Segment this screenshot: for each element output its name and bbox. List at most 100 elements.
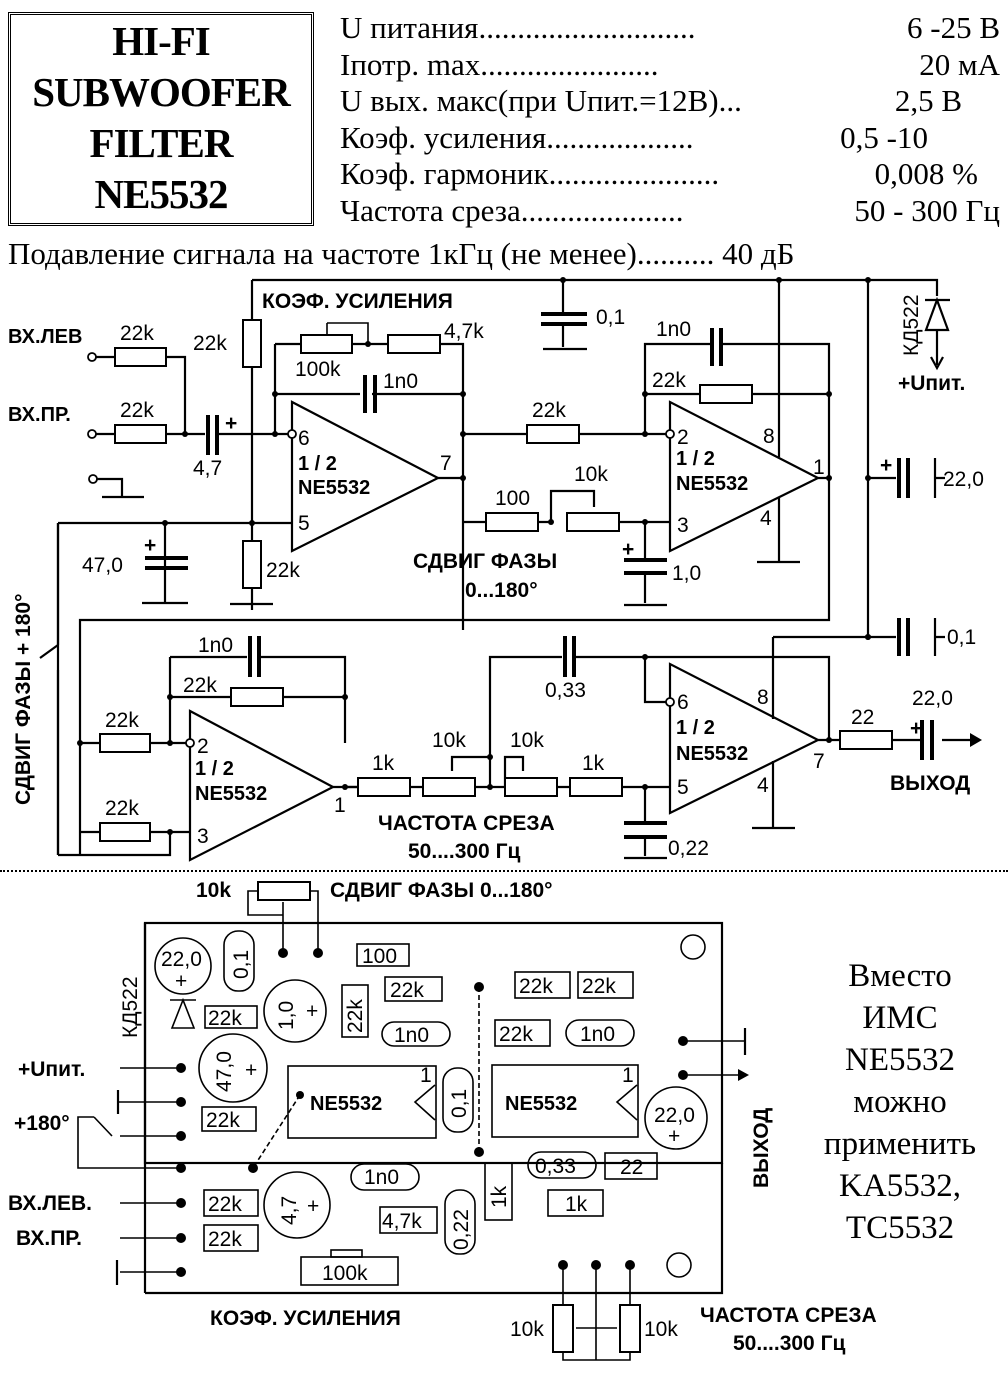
pcb-phase-pot — [257, 881, 311, 901]
phase-switch: СДВИГ ФАЗЫ + 180° — [12, 523, 60, 855]
r-in-bottom-value: 22k — [105, 797, 139, 820]
resistor-bias-bottom — [242, 540, 262, 589]
pin-number: 2 — [197, 735, 209, 758]
pcb-part-value: 1n0 — [364, 1166, 399, 1189]
pcb-part-value: 22k — [344, 999, 367, 1033]
plus-sign: + — [144, 534, 156, 557]
pcb-part-value: 0,33 — [535, 1155, 576, 1178]
input-right-label: ВХ.ПР. — [8, 404, 71, 426]
pcb-cap-4-7 — [263, 1171, 331, 1239]
pcb-cap — [381, 1021, 451, 1047]
resistor-1k-b — [569, 777, 623, 797]
opamp-name: NE5532 — [676, 743, 748, 765]
gain-label: КОЭФ. УСИЛЕНИЯ — [262, 290, 453, 313]
spec-value: 2,5 В — [894, 83, 962, 118]
pcb-part-value: 1k — [565, 1193, 588, 1216]
pin-number: 4 — [757, 774, 769, 797]
r-bias-bottom-value: 22k — [266, 559, 300, 582]
pcb-part-value: 1,0 — [275, 1001, 298, 1030]
mount-hole — [680, 934, 706, 960]
opamp-half-label: 1 / 2 — [298, 453, 337, 475]
pin-number: 6 — [298, 427, 310, 450]
c-top-value: 0,33 — [545, 679, 586, 702]
r-in-left-value: 22k — [120, 322, 154, 345]
c-fb-value: 1n0 — [198, 634, 233, 657]
spec-label: Частота среза..................... — [340, 192, 684, 228]
input-left-terminal — [87, 352, 97, 362]
pcb-part-value: 47,0 — [213, 1051, 236, 1092]
spec-list: U питания............................6 -… — [340, 10, 1000, 229]
plus-sign: + — [306, 1000, 318, 1023]
pcb-part-value: 100 — [362, 945, 397, 968]
c-shift-value: 1,0 — [672, 562, 701, 585]
pcb-input-left-label: ВХ.ЛЕВ. — [8, 1192, 92, 1215]
plus-sign: + — [668, 1125, 680, 1148]
diode-kd522 — [924, 296, 950, 332]
spec-value: 50 - 300 Гц — [854, 192, 1000, 228]
supply-label: +Uпит. — [898, 372, 965, 395]
pcb-part-value: 1n0 — [394, 1024, 429, 1047]
spec-label: Iпотр. max....................... — [340, 46, 659, 82]
spec-label: U вых. макс(при Uпит.=12В)... — [340, 83, 742, 118]
pcb-cutoff-pot-1 — [552, 1304, 574, 1353]
phase-label: СДВИГ ФАЗЫ — [413, 550, 557, 573]
r-out-value: 22 — [851, 706, 874, 729]
pcb-part-value: 0,1 — [230, 950, 253, 979]
pcb-part-value: 22k — [519, 975, 553, 998]
pcb-part-value: 22k — [206, 1109, 240, 1132]
output-label: ВЫХОД — [890, 772, 970, 795]
opamp-name: NE5532 — [195, 783, 267, 805]
spec-row: Коэф. гармоник......................0,00… — [340, 156, 1000, 193]
pcb-input-right-label: ВХ.ПР. — [16, 1227, 82, 1250]
r-fb-value: 22k — [652, 369, 686, 392]
pcb-ic1 — [287, 1065, 437, 1139]
c-out-value: 22,0 — [912, 687, 953, 710]
spec-row: U вых. макс(при Uпит.=12В)... 2,5 В — [340, 83, 1000, 120]
plus-sign: + — [622, 538, 634, 561]
pin-number: 4 — [760, 507, 772, 530]
pcb-part-value: 0,22 — [450, 1209, 473, 1250]
opamp-2 — [668, 400, 821, 553]
pcb-part-value: 1n0 — [580, 1023, 615, 1046]
pcb-cap — [350, 1163, 420, 1191]
title-line-2: SUBWOOFER — [32, 69, 291, 115]
stage4: 1k 10k 10k 1k 0,33 ЧАСТОТА СРЕЗА 50....3… — [345, 634, 982, 863]
title-line-1: HI-FI — [112, 18, 211, 64]
pcb-cap — [527, 1151, 597, 1179]
r1-value: 1k — [372, 752, 395, 775]
spec-label: U питания............................ — [340, 10, 696, 45]
note-line: ИМС — [862, 1000, 938, 1036]
pin-number: 7 — [440, 452, 452, 475]
pcb-part-value: 22k — [582, 975, 616, 998]
spec-value: 0,008 % — [874, 156, 978, 191]
resistor-fb-22k — [230, 687, 284, 707]
resistor-r-in-right — [114, 424, 167, 444]
resistor-in-bottom — [99, 822, 151, 842]
r-fb-value: 22k — [183, 674, 217, 697]
note-line: NE5532 — [845, 1042, 955, 1078]
mount-hole — [666, 1252, 692, 1278]
opamp-3 — [188, 709, 336, 862]
pcb-output-label: ВЫХОД — [750, 1108, 773, 1188]
pcb-cap — [565, 1019, 635, 1047]
pcb-resistor — [547, 1189, 604, 1217]
pot-phase-10k — [566, 512, 620, 532]
c-bias-value: 47,0 — [82, 554, 123, 577]
spec-row: Iпотр. max.......................20 мА — [340, 47, 1000, 84]
c-dec2-value: 0,1 — [947, 626, 976, 649]
input-left-label: ВХ.ЛЕВ — [8, 326, 82, 348]
pcb-resistor — [514, 971, 571, 999]
pcb-resistor — [384, 976, 443, 1002]
pcb-resistor — [203, 1189, 259, 1217]
pcb-ic2-label: NE5532 — [505, 1093, 577, 1115]
opamp-half-label: 1 / 2 — [676, 448, 715, 470]
pcb-part-value: 22,0 — [161, 948, 202, 971]
pcb-cutoff-pot-2 — [619, 1304, 641, 1353]
note-line: Вместо — [848, 958, 952, 994]
pcb-cutoff-pot1-value: 10k — [510, 1318, 544, 1341]
pcb-phase-pot-value: 10k — [196, 879, 231, 902]
pcb-part-value: 100k — [322, 1262, 368, 1285]
r-in-top-value: 22k — [105, 709, 139, 732]
title-line-3: FILTER — [89, 120, 234, 166]
resistor-bias-top — [242, 319, 262, 368]
